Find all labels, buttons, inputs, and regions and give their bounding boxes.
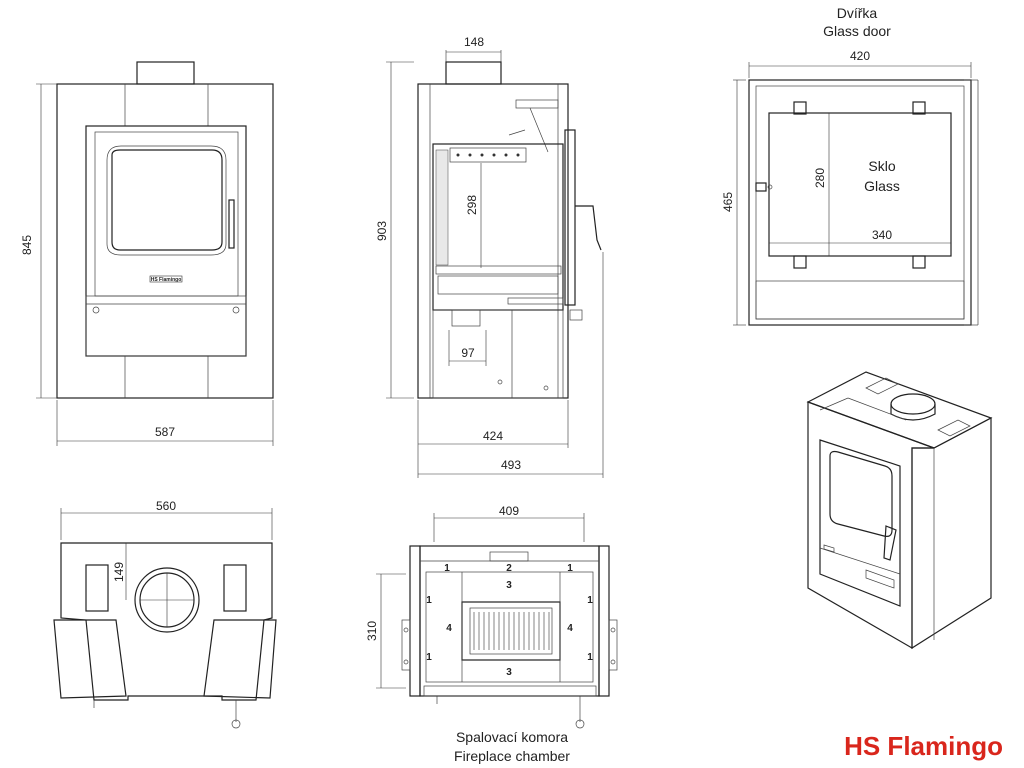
height-label: 845 (20, 235, 34, 255)
part-4-label: 4 (567, 623, 573, 634)
glass-clip (793, 101, 807, 115)
isometric-view (806, 371, 993, 650)
flue-outlet-outer (134, 567, 200, 633)
top-width-label: 560 (156, 499, 176, 513)
flue-offset-label: 149 (112, 562, 126, 582)
glass-door-title-en: Glass door (823, 23, 891, 39)
ash-pan (437, 275, 559, 295)
top-right-panel (203, 619, 277, 699)
brand-badge (149, 275, 183, 283)
iso-door (819, 439, 901, 607)
glass-clip (912, 101, 926, 115)
depth-inner-label: 424 (483, 429, 503, 443)
front-view: HS Flamingo 845 587 (20, 61, 274, 446)
part-1-label: 1 (567, 563, 573, 574)
part-1-label: 1 (426, 595, 432, 606)
top-handle-knob (231, 719, 241, 729)
flue-width-label: 148 (464, 35, 484, 49)
side-height-label: 903 (375, 221, 389, 241)
side-view: 148 298 97 903 424 (375, 35, 604, 478)
iso-side (911, 417, 992, 650)
glass-door-title-cz: Dvířka (837, 5, 878, 21)
glass-clip (793, 255, 807, 269)
depth-total-label: 493 (501, 458, 521, 472)
chamber-grate (461, 601, 561, 661)
top-left-panel (53, 619, 127, 699)
stove-body-outline (56, 83, 274, 399)
part-3-label: 3 (506, 580, 512, 591)
door-latch (755, 182, 767, 192)
chamber-width-label: 409 (499, 504, 519, 518)
iso-glass (829, 450, 893, 537)
glass-label-cz: Sklo (868, 158, 895, 174)
top-right-vent (223, 564, 247, 612)
iso-top (806, 371, 993, 449)
part-1-label: 1 (587, 595, 593, 606)
top-outline (60, 542, 273, 701)
chamber-caption-cz: Spalovací komora (456, 729, 568, 745)
width-label: 587 (155, 425, 175, 439)
part-4-label: 4 (446, 623, 452, 634)
door-glass (111, 149, 223, 251)
air-vent-right (232, 306, 240, 314)
iso-front (807, 401, 935, 650)
iso-flue (890, 393, 936, 415)
firebrick (435, 149, 449, 266)
door-frame (748, 79, 972, 326)
part-1-label: 1 (587, 652, 593, 663)
door-width-label: 420 (850, 49, 870, 63)
part-3-label: 3 (506, 667, 512, 678)
top-left-vent (85, 564, 109, 612)
air-vent-left (92, 306, 100, 314)
brand-badge-text: HS Flamingo (151, 277, 182, 283)
door-handle (228, 199, 235, 249)
glass-door-side (564, 129, 576, 306)
chamber-depth-label: 310 (365, 621, 379, 641)
flue-collar (136, 61, 195, 85)
chamber-view: 409 1 2 1 3 1 4 1 1 4 1 3 310 Spalovac (365, 504, 618, 764)
part-2-label: 2 (506, 563, 512, 574)
brand-logo: HS Flamingo (844, 731, 1003, 761)
top-view: 560 149 (53, 499, 277, 729)
baffle (515, 99, 559, 109)
ash-width-label: 97 (461, 346, 475, 360)
combustion-chamber (432, 143, 564, 311)
iso-handle (883, 525, 897, 561)
chamber-ash-lip (423, 685, 597, 697)
door-height-label: 465 (721, 192, 735, 212)
chamber-caption-en: Fireplace chamber (454, 748, 570, 764)
glass-door-view: Dvířka Glass door 420 Sklo Glass 280 340… (721, 5, 979, 326)
side-handle (575, 205, 602, 251)
part-1-label: 1 (444, 563, 450, 574)
glass-label-en: Glass (864, 178, 900, 194)
glass-width-label: 340 (872, 228, 892, 242)
glass-height-label: 280 (813, 168, 827, 188)
flue-collar-side (445, 61, 502, 85)
chamber-height-label: 298 (465, 195, 479, 215)
glass-panel (768, 112, 952, 257)
part-1-label: 1 (426, 652, 432, 663)
glass-clip (912, 255, 926, 269)
grate (435, 265, 562, 275)
